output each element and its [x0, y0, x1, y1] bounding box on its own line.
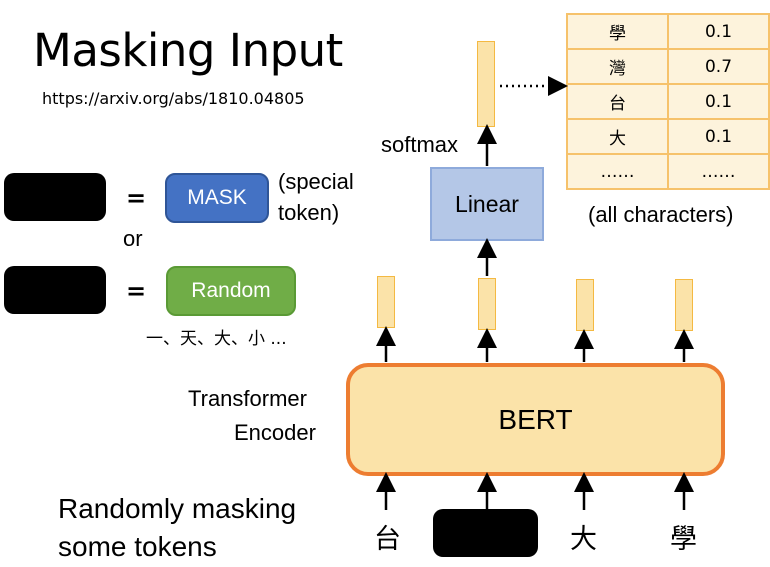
caption-line-2: some tokens [58, 531, 217, 562]
paper-url: https://arxiv.org/abs/1810.04805 [42, 89, 305, 108]
input-token-0: 台 [374, 524, 401, 555]
masked-input-token [433, 509, 538, 557]
caption-line-1: Randomly masking [58, 493, 297, 524]
prob-value: …… [667, 153, 770, 190]
input-token-3: 學 [670, 524, 697, 555]
slide-title: Masking Input [33, 24, 343, 77]
prob-char: …… [566, 153, 669, 190]
prob-value: 0.7 [667, 48, 770, 85]
equals-sign: = [126, 277, 147, 305]
linear-layer: Linear [430, 167, 544, 241]
input-token-2: 大 [570, 524, 597, 555]
masked-token-box [4, 173, 106, 221]
prob-value: 0.1 [667, 13, 770, 50]
all-characters-label: (all characters) [588, 202, 734, 227]
encoder-label-1: Transformer [188, 386, 307, 411]
prob-char: 大 [566, 118, 669, 155]
mask-token-pill: MASK [165, 173, 269, 223]
encoder-label-2: Encoder [234, 420, 316, 445]
special-token-note-2: token) [278, 200, 340, 225]
prob-row: ………… [566, 153, 770, 190]
equals-sign: = [126, 184, 147, 212]
random-examples: 一、天、大、小 ... [146, 329, 287, 349]
prob-char: 台 [566, 83, 669, 120]
prob-char: 灣 [566, 48, 669, 85]
random-token-pill: Random [166, 266, 296, 316]
special-token-note-1: (special [278, 169, 354, 194]
prob-value: 0.1 [667, 118, 770, 155]
bert-block: BERT [346, 363, 725, 476]
or-label: or [123, 226, 143, 251]
prob-value: 0.1 [667, 83, 770, 120]
prob-char: 學 [566, 13, 669, 50]
masked-token-box [4, 266, 106, 314]
softmax-label: softmax [381, 132, 459, 157]
